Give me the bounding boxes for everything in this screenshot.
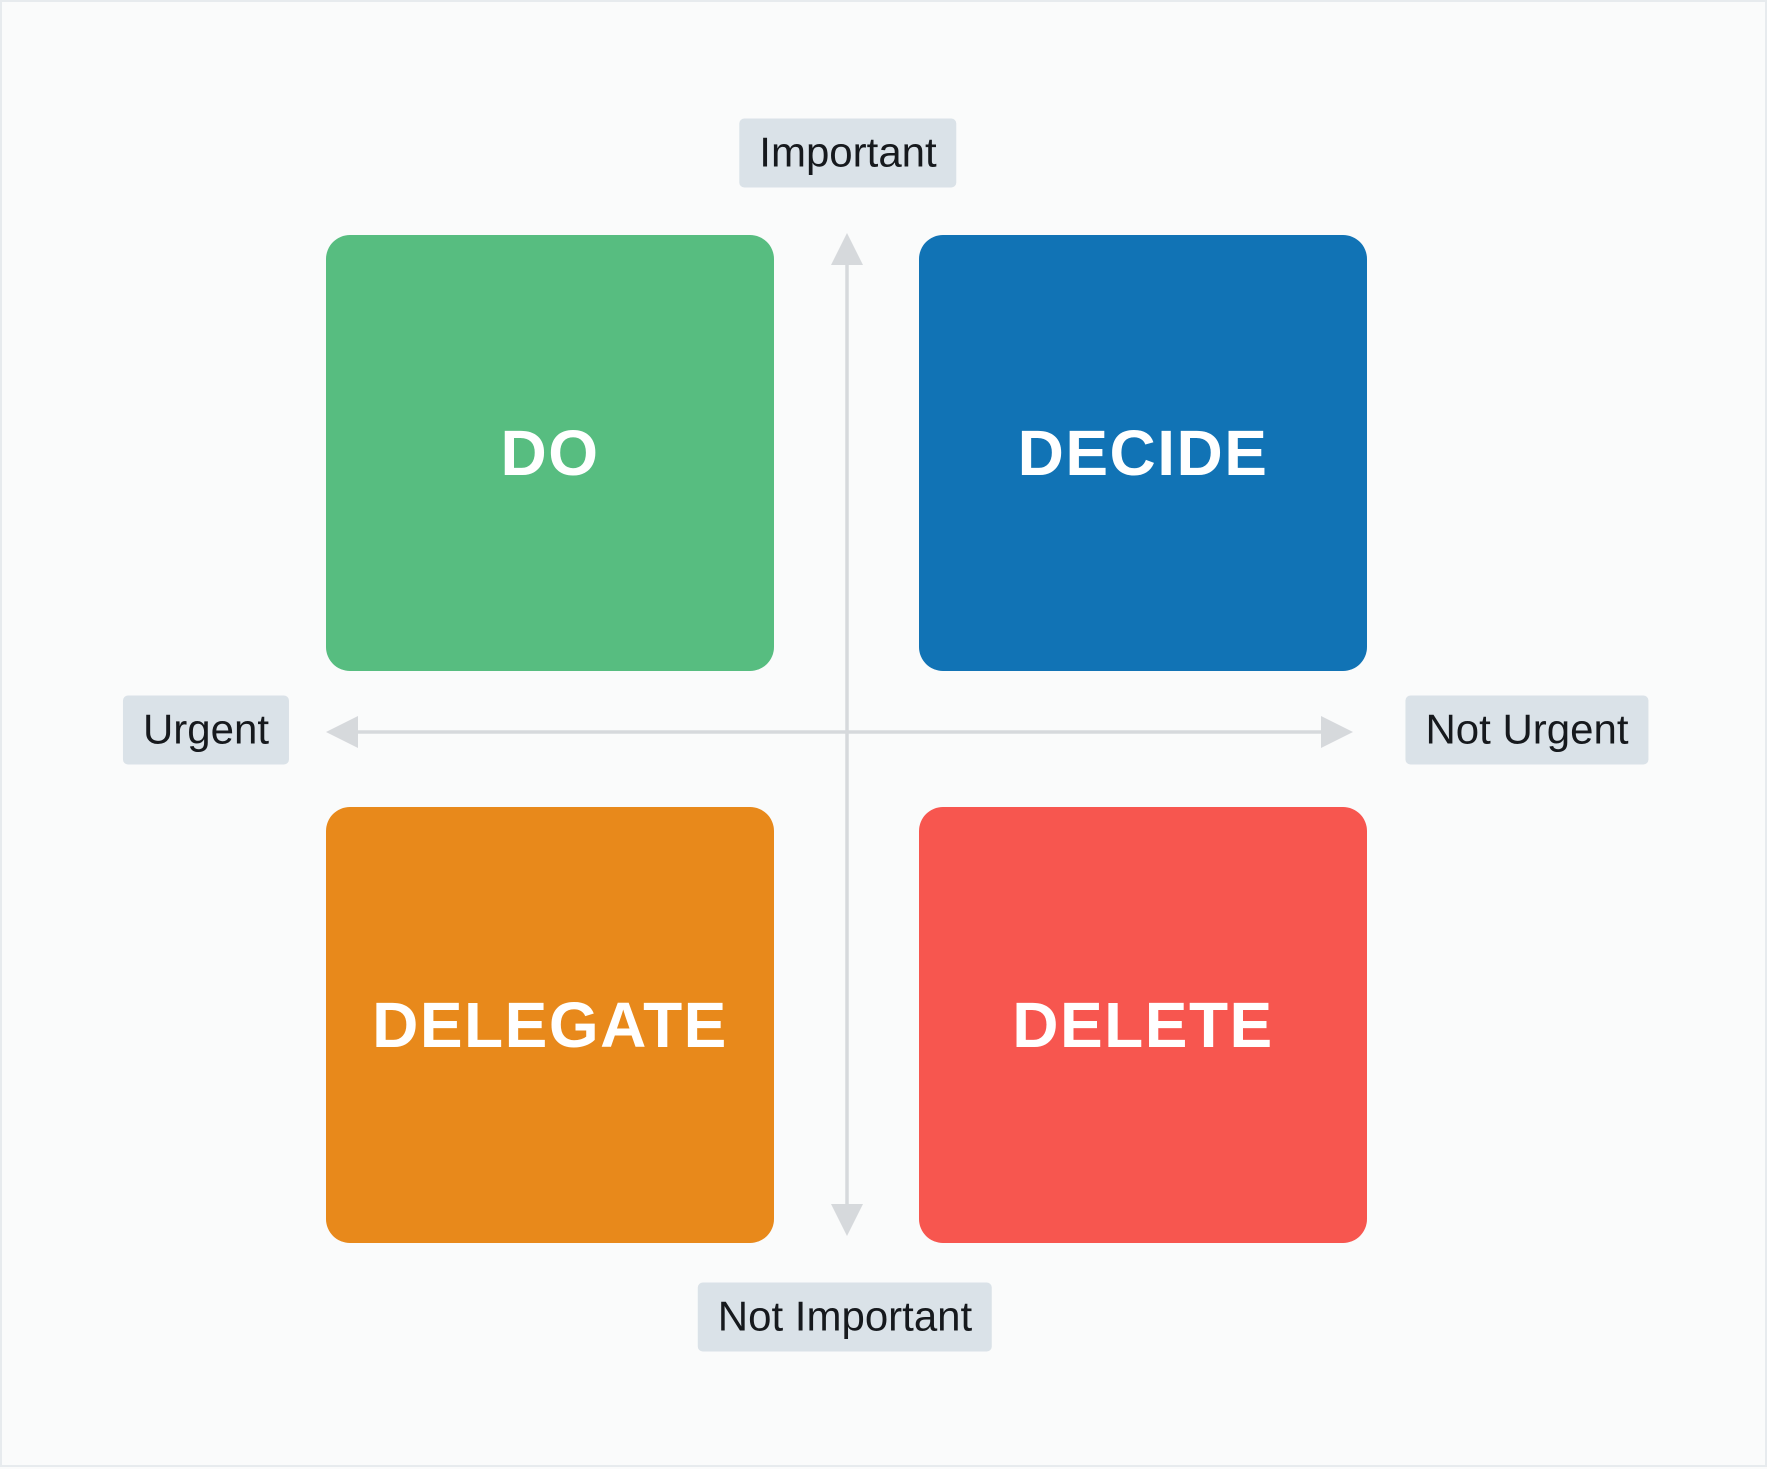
axis-label-important: Important (739, 118, 957, 188)
quadrant-delete: DELETE (919, 807, 1367, 1243)
quadrant-delegate-label: DELEGATE (372, 989, 728, 1061)
horizontal-axis-arrow (326, 716, 1353, 748)
quadrant-do-label: DO (500, 417, 600, 489)
quadrant-delete-label: DELETE (1012, 989, 1274, 1061)
quadrant-delegate: DELEGATE (326, 807, 774, 1243)
axis-label-urgent: Urgent (122, 695, 290, 765)
axis-label-not-important: Not Important (697, 1282, 993, 1352)
axis-label-not-urgent: Not Urgent (1405, 695, 1649, 765)
arrowhead-right-icon (1321, 716, 1353, 748)
quadrant-do: DO (326, 235, 774, 671)
quadrant-decide-label: DECIDE (1017, 417, 1269, 489)
arrowhead-left-icon (326, 716, 358, 748)
vertical-axis-arrow (831, 233, 863, 1236)
arrowhead-up-icon (831, 233, 863, 265)
quadrant-decide: DECIDE (919, 235, 1367, 671)
arrowhead-down-icon (831, 1204, 863, 1236)
